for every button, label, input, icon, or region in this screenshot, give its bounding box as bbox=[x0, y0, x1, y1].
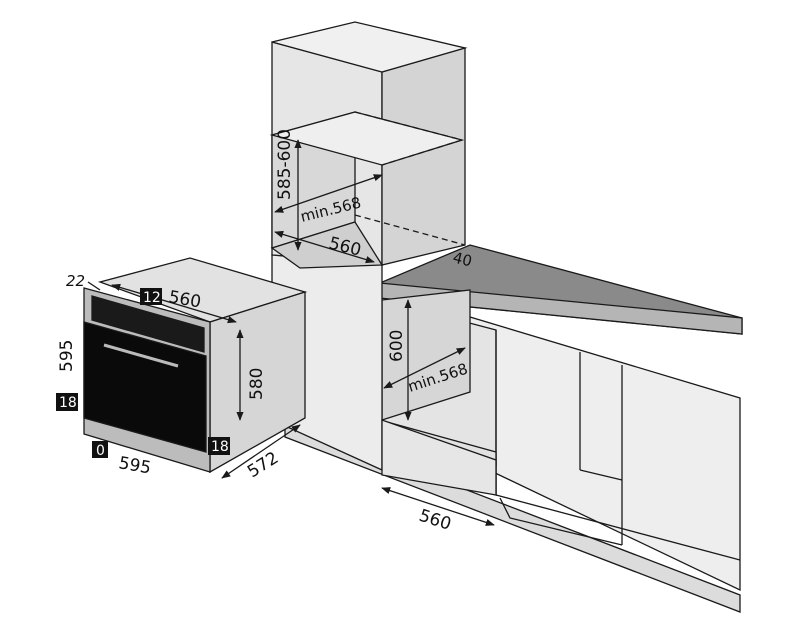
shelf-dashed-b bbox=[381, 139, 463, 166]
cabinet-plinth-line bbox=[499, 497, 623, 546]
lower-cabinet-base bbox=[381, 419, 497, 496]
badge-right-text: 18 bbox=[211, 439, 229, 455]
oven-front-width-label: 595 bbox=[117, 453, 152, 478]
front-thickness-tick bbox=[87, 281, 101, 291]
dimension-lines bbox=[87, 139, 495, 526]
shelf-dashed-c bbox=[354, 214, 466, 246]
tall-cabinet-top bbox=[271, 21, 468, 73]
badge-right: 18 bbox=[208, 437, 230, 455]
cabinet-inner-edge bbox=[579, 469, 623, 481]
badge-left: 18 bbox=[56, 393, 78, 411]
oven-depth-arrow bbox=[221, 424, 301, 479]
oven-front-glass bbox=[83, 321, 207, 453]
badge-bottom: 0 bbox=[92, 441, 108, 459]
counter-depth-arrow bbox=[383, 347, 466, 389]
oven-front-height-label: 595 bbox=[57, 340, 77, 372]
counter-width-arrow bbox=[381, 487, 495, 526]
cabinet-base-line bbox=[495, 494, 741, 561]
badge-top: 12 bbox=[140, 288, 162, 306]
shelf-dashed-a bbox=[354, 111, 463, 141]
badge-left-text: 18 bbox=[59, 395, 77, 411]
badge-top-text: 12 bbox=[143, 290, 161, 306]
tall-depth-arrow bbox=[274, 174, 383, 213]
oven-front-thickness-label: 22 bbox=[66, 272, 85, 290]
oven-depth-label: 572 bbox=[244, 448, 282, 482]
badge-bottom-text: 0 bbox=[96, 443, 105, 459]
oven-handle bbox=[103, 343, 179, 368]
oven-width-arrow bbox=[111, 283, 237, 324]
tall-width-arrow bbox=[274, 230, 375, 264]
counter-height-label: 600 bbox=[387, 330, 407, 362]
worktop-thickness-label: 40 bbox=[451, 248, 474, 270]
tall-height-range-label: 585-600 bbox=[275, 129, 295, 200]
oven-appliance bbox=[83, 257, 308, 474]
oven-height-label: 580 bbox=[247, 368, 267, 400]
